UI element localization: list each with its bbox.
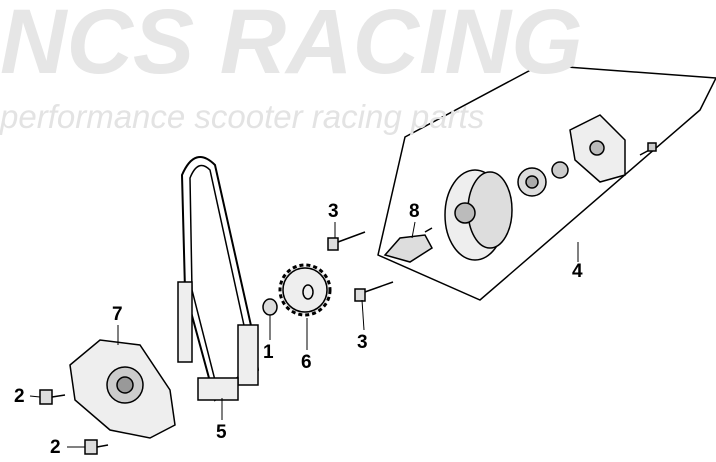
watermark-brand: NCS RACING	[0, 0, 583, 93]
inner-rotor	[517, 167, 547, 197]
oil-pump-body	[444, 169, 513, 261]
screw-upper-drawing	[327, 231, 366, 251]
sprocket-drawing	[278, 263, 332, 317]
callout-3-upper: 3	[328, 201, 339, 222]
callout-7: 7	[112, 304, 123, 325]
chain-drawing	[177, 156, 260, 402]
callout-2-b: 2	[50, 437, 61, 458]
callout-3-lower: 3	[357, 332, 368, 353]
callout-4: 4	[572, 261, 583, 282]
callout-5: 5	[216, 422, 227, 443]
small-screw	[639, 142, 657, 156]
pump-cover	[569, 114, 626, 183]
oil-pressure-switch-drawing	[383, 227, 433, 263]
callout-8: 8	[409, 201, 420, 222]
callout-6: 6	[301, 352, 312, 373]
watermark-tagline: performance scooter racing parts	[0, 98, 485, 135]
screw-lower-drawing	[354, 281, 394, 302]
bolt-b-drawing	[84, 439, 109, 455]
dowel-drawing	[262, 298, 278, 316]
bolt-a-drawing	[39, 389, 66, 405]
drive-gear	[551, 161, 569, 179]
callout-2-a: 2	[14, 386, 25, 407]
callout-1: 1	[263, 342, 274, 363]
leader-lines	[29, 221, 579, 448]
cover-plate-drawing	[69, 339, 176, 439]
assembly-outline	[377, 64, 716, 301]
